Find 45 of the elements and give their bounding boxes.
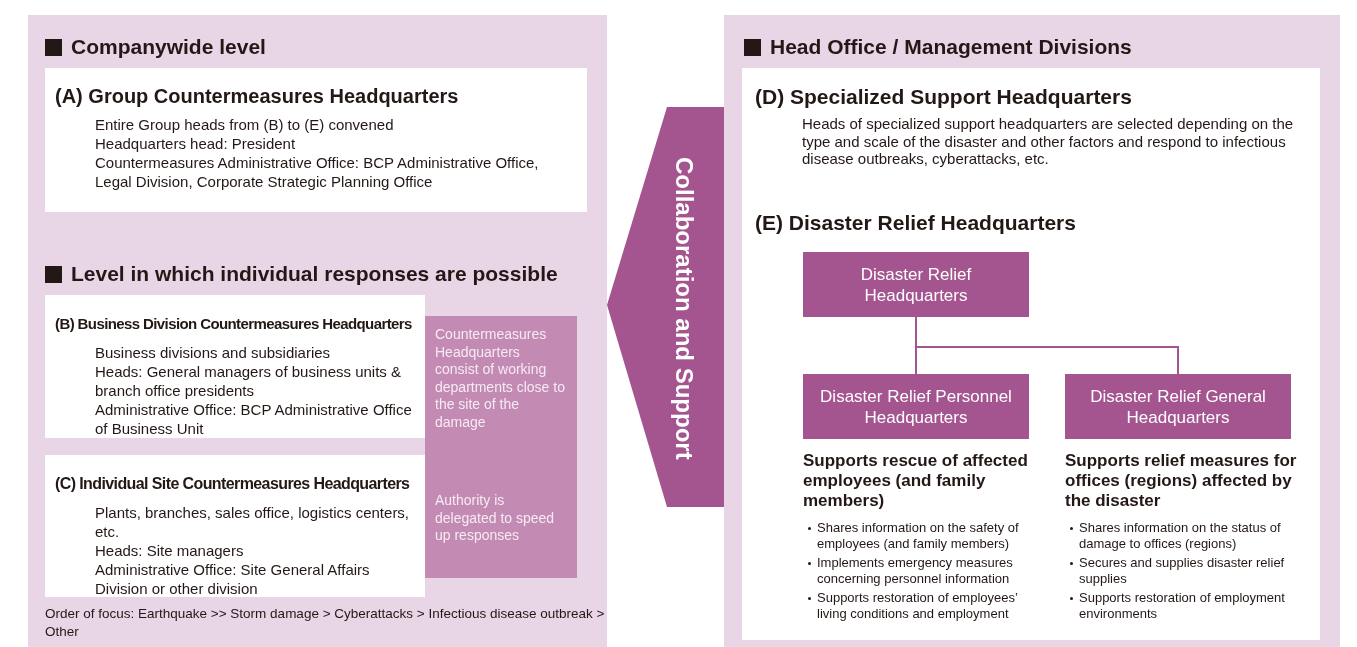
body-text: Business divisions and subsidiaries <box>95 343 332 362</box>
bullet-text: Shares information on the safety of employees (and family members) <box>817 520 1020 552</box>
section-heading: Level in which individual responses are possible <box>71 262 558 286</box>
support-heading: Supports rescue of affected employees (and family members) <box>803 451 1029 511</box>
support-heading: Supports relief measures for offices (regions) affected by the disaster <box>1065 451 1298 511</box>
body-text: Plants, branches, sales office, logistics centers, etc. <box>95 503 411 541</box>
body-text: Headquarters head: President <box>95 134 297 153</box>
arrow-label: Collaboration and Support <box>670 155 698 462</box>
box-label: Disaster Relief Headquarters <box>859 263 973 306</box>
card-title: (C) Individual Site Countermeasures Headquarters <box>55 475 410 493</box>
section-panel <box>724 15 1340 647</box>
info-card <box>45 455 425 597</box>
org-box <box>803 374 1029 439</box>
body-text: Entire Group heads from (B) to (E) convened <box>95 115 395 134</box>
bullet-text: Shares information on the status of damage to offices (regions) <box>1079 520 1282 552</box>
note-text: Countermeasures Headquarters consist of working departments close to the site of the damage <box>435 326 566 431</box>
bullet-text: Supports restoration of employees’ living conditions and employment <box>817 590 1019 622</box>
connector-line <box>915 316 1179 375</box>
info-card <box>45 295 425 438</box>
org-box <box>803 252 1029 317</box>
bullet-text: Implements emergency measures concerning personnel information <box>817 555 1014 587</box>
section-heading: Companywide level <box>71 35 266 59</box>
box-label: Disaster Relief General Headquarters <box>1089 385 1267 428</box>
card-title: (D) Specialized Support Headquarters <box>755 85 1132 109</box>
body-text: Countermeasures Administrative Office: BCP Administrative Office, Legal Division, Corporate Strategic Planning Office <box>95 153 540 191</box>
box-label: Disaster Relief Personnel Headquarters <box>819 385 1013 428</box>
body-text: Administrative Office: Site General Affairs Division or other division <box>95 560 371 598</box>
body-text: Heads: Site managers <box>95 541 245 560</box>
card-title: (A) Group Countermeasures Headquarters <box>55 85 459 108</box>
section-heading: Head Office / Management Divisions <box>770 35 1132 59</box>
body-text: Heads: General managers of business units & branch office presidents <box>95 362 402 400</box>
body-text: Heads of specialized support headquarters are selected depending on the type and scale of the disaster and other factors and respond to infectious disease outbreaks, cyberattacks, etc. <box>802 115 1295 168</box>
section-panel <box>28 15 607 647</box>
body-text: Administrative Office: BCP Administrative Office of Business Unit <box>95 400 413 438</box>
bullet-text: Supports restoration of employment environments <box>1079 590 1286 622</box>
card-title: (E) Disaster Relief Headquarters <box>755 211 1076 235</box>
chevron-arrow <box>607 107 724 507</box>
bullet-text: Secures and supplies disaster relief supplies <box>1079 555 1286 587</box>
note-panel <box>425 316 577 578</box>
org-box <box>1065 374 1291 439</box>
info-card <box>45 68 587 212</box>
note-text: Authority is delegated to speed up responses <box>435 492 556 545</box>
card-title: (B) Business Division Countermeasures Headquarters <box>55 315 412 332</box>
note-text: Order of focus: Earthquake >> Storm damage > Cyberattacks > Infectious disease outbreak > Other <box>45 605 605 641</box>
info-card <box>742 68 1320 640</box>
